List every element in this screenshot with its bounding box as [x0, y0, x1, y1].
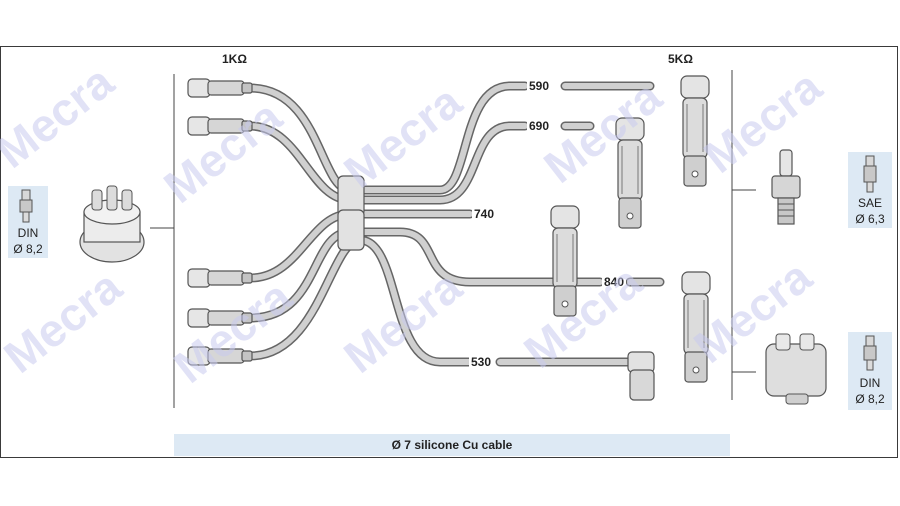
ignition-coil: [765, 333, 827, 405]
length-label-740: 740: [472, 207, 497, 221]
length-label-530: 530: [469, 355, 494, 369]
sae-connector-diameter: Ø 6,3: [855, 212, 885, 226]
left-connector-diameter: Ø 8,2: [13, 242, 43, 256]
cable-clamp-lower: [337, 209, 365, 251]
diagram-frame: [0, 46, 898, 458]
resistance-label-right: 5KΩ: [668, 52, 693, 66]
length-label-690: 690: [527, 119, 552, 133]
cable-spec-bar: Ø 7 silicone Cu cable: [174, 434, 730, 456]
coil-boot: [627, 351, 655, 401]
sae-connector-standard: SAE: [857, 196, 882, 210]
length-label-590: 590: [527, 79, 552, 93]
distributor-cap: [79, 185, 145, 263]
length-label-840: 840: [602, 275, 627, 289]
right-din-connector-standard: DIN: [859, 376, 881, 390]
left-connector-standard: DIN: [17, 226, 39, 240]
cable-bundle: [245, 81, 665, 367]
left-plug-boots: [187, 78, 253, 366]
spark-plug: [771, 149, 801, 225]
resistance-label-left: 1KΩ: [222, 52, 247, 66]
right-din-connector-diameter: Ø 8,2: [855, 392, 885, 406]
